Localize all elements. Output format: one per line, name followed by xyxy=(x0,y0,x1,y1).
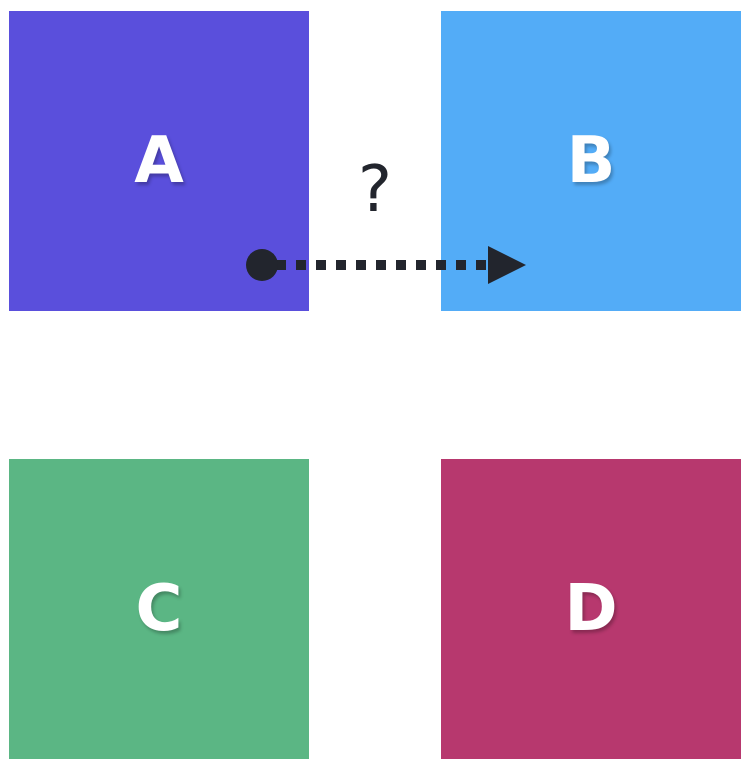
box-c: C xyxy=(9,459,309,759)
box-c-label: C xyxy=(135,572,183,646)
connector-question-label: ? xyxy=(358,153,392,227)
box-b: B xyxy=(441,11,741,311)
box-d: D xyxy=(441,459,741,759)
box-b-label: B xyxy=(566,124,616,198)
box-d-label: D xyxy=(564,572,618,646)
box-a: A xyxy=(9,11,309,311)
box-a-label: A xyxy=(134,124,184,198)
